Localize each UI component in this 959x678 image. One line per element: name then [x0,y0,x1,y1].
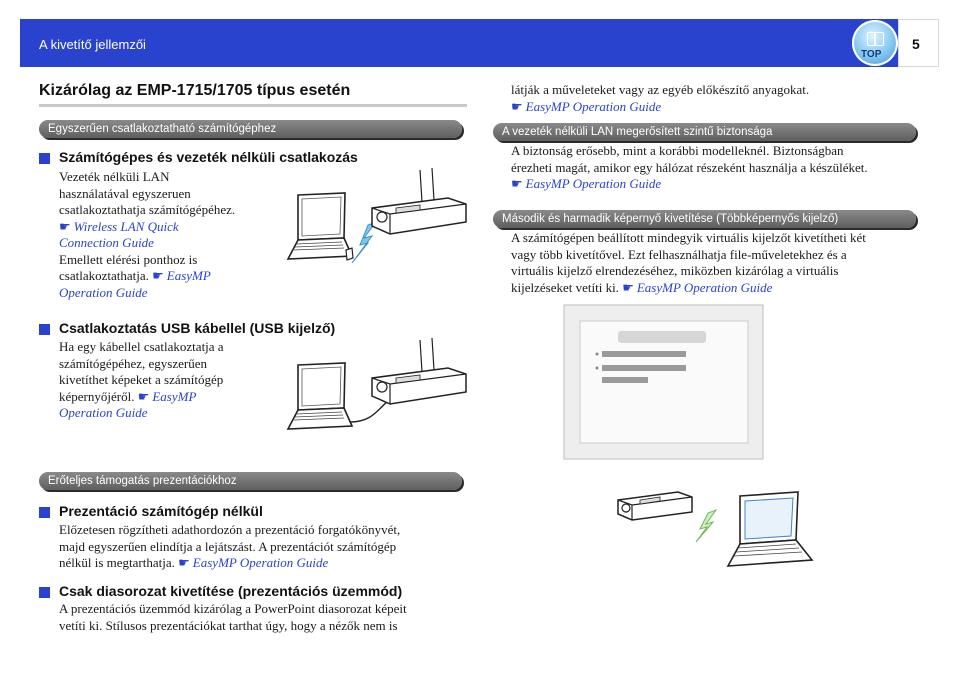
pointing-hand-icon: ☛ [622,279,634,295]
multi-line: kijelzéseket vetíti ki. [511,279,619,295]
wireless-quick-guide-link[interactable]: ☛Wireless LAN Quick [59,219,274,236]
easymp-guide-link[interactable]: ☛EasyMP Operation Guide [511,176,941,193]
easymp-guide-link[interactable]: ☛EasyMP [138,389,197,404]
multi-text: A számítógépen beállított mindegyik virt… [511,230,941,296]
projector-icon [371,167,467,235]
usb-line: kivetíthet képeket a számítógép [59,372,224,387]
usb-illustration [286,337,467,430]
easymp-guide-link-cont[interactable]: Operation Guide [59,405,148,420]
pointing-hand-icon: ☛ [59,218,71,234]
pointing-hand-icon: ☛ [511,176,523,191]
easymp-guide-link-cont[interactable]: Operation Guide [59,284,148,300]
laptop-icon [286,192,354,261]
presentation-illustration [617,491,814,567]
wireless-illustration [286,167,467,264]
wireless-text: Vezeték nélküli LAN használatával egysze… [59,169,274,301]
usb-line: Ha egy kábellel csatlakoztatja a [59,339,224,354]
security-text: A biztonság erősebb, mint a korábbi mode… [511,143,941,193]
slideshow-line: A prezentációs üzemmód kizárólag a Power… [59,601,407,616]
slideshow-heading: Csak diasorozat kivetítése (prezentációs… [59,583,403,599]
link-text: EasyMP Operation Guide [525,98,662,114]
multi-line: A számítógépen beállított mindegyik virt… [511,230,866,245]
top-button[interactable]: TOP [852,20,898,66]
bullet-square [39,153,50,164]
presentation-heading: Prezentáció számítógép nélkül [59,503,263,519]
intro-line: látják a műveleteket vagy az egyéb előké… [511,82,810,97]
wireless-line: csatlakoztathatja számítógépéhez. [59,202,236,217]
easymp-guide-link[interactable]: ☛EasyMP Operation Guide [511,99,941,116]
usb-line: számítógépéhez, egyszerűen [59,355,207,371]
laptop-icon [726,491,814,567]
page-number: 5 [912,36,920,52]
usb-line: képernyőjéről. [59,388,135,404]
laptop-icon [286,362,354,430]
presentation-line: Előzetesen rögzítheti adathordozón a pre… [59,522,401,537]
bullet-square [39,324,50,335]
link-text: EasyMP [152,388,197,404]
section-band-security: A vezeték nélküli LAN megerősített szint… [493,123,916,141]
easymp-guide-link[interactable]: ☛EasyMP Operation Guide [178,555,328,570]
wireless-line: használatával egyszeruen [59,185,191,201]
page-number-box [898,19,939,67]
intro-text: látják a műveleteket vagy az egyéb előké… [511,82,941,115]
pointing-hand-icon: ☛ [511,98,523,114]
link-text: EasyMP [166,268,211,283]
easymp-guide-link[interactable]: ☛EasyMP Operation Guide [622,280,772,295]
wireless-line: Vezeték nélküli LAN [59,169,170,184]
pointing-hand-icon: ☛ [178,555,190,570]
slideshow-line: vetíti ki. Stílusos prezentációkat tarth… [59,617,398,633]
page-title: Kizárólag az EMP-1715/1705 típus esetén [39,82,351,99]
link-text: EasyMP Operation Guide [636,279,773,295]
link-text: EasyMP Operation Guide [525,176,662,191]
projector-icon [617,491,693,521]
multi-line: virtuális kijelző elrendezéséhez, miközb… [511,263,839,278]
usb-heading: Csatlakoztatás USB kábellel (USB kijelző… [59,320,336,336]
header-band [20,19,898,67]
easymp-guide-link[interactable]: ☛EasyMP [152,268,211,283]
wireless-signal-icon [695,508,718,543]
bullet-square [39,587,50,598]
pointing-hand-icon: ☛ [152,268,164,283]
wireless-line: csatlakoztathatja. [59,268,149,283]
wireless-heading: Számítógépes és vezeték nélküli csatlako… [59,149,358,165]
title-rule [39,104,467,107]
link-text: EasyMP Operation Guide [192,555,329,570]
section-band-presentation-support: Erőteljes támogatás prezentációkhoz [39,472,462,490]
security-line: A biztonság erősebb, mint a korábbi mode… [511,143,844,158]
book-icon [867,32,884,46]
presentation-text: Előzetesen rögzítheti adathordozón a pre… [59,522,479,572]
presentation-line: majd egyszerűen elindítja a lejátszást. … [59,538,397,554]
section-band-multi-display: Második és harmadik képernyő kivetítése … [493,210,916,228]
projection-screen-illustration [563,304,764,460]
projector-icon [371,337,467,405]
security-line: érezheti magát, amikor egy hálózat része… [511,159,868,175]
link-text: Wireless LAN Quick [73,218,179,234]
pointing-hand-icon: ☛ [137,388,150,404]
presentation-line: nélkül is megtarthatja. [59,555,175,570]
slideshow-text: A prezentációs üzemmód kizárólag a Power… [59,601,479,634]
wireless-signal-icon [351,220,378,264]
bullet-square [39,507,50,518]
usb-text: Ha egy kábellel csatlakoztatja a számító… [59,339,289,422]
section-title: A kivetítő jellemzői [39,37,146,52]
wireless-line: Emellett elérési ponthoz is [59,251,198,267]
top-button-label: TOP [861,49,882,60]
multi-line: vagy több kivetítővel. Ezt felhasználhat… [511,246,847,262]
section-band-easy-connect: Egyszerűen csatlakoztatható számítógéphe… [39,120,462,138]
wireless-quick-guide-link-cont[interactable]: Connection Guide [59,235,154,250]
